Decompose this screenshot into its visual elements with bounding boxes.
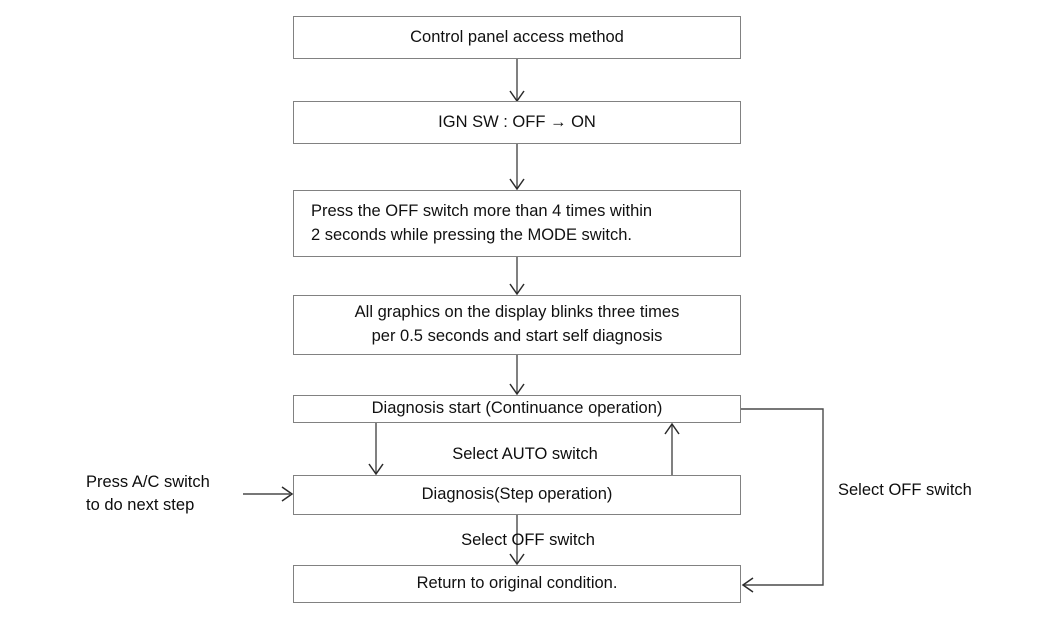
node-ign-sw[interactable]: IGN SW : OFF → ON bbox=[293, 101, 741, 144]
node-diagnosis-step[interactable]: Diagnosis(Step operation) bbox=[293, 475, 741, 515]
edge-label-select-off-switch-right: Select OFF switch bbox=[838, 481, 972, 499]
node-return-original[interactable]: Return to original condition. bbox=[293, 565, 741, 603]
edge-label-select-off-switch-middle: Select OFF switch bbox=[461, 531, 595, 549]
connector-control-panel-to-ign bbox=[509, 58, 525, 103]
edge-label-press-ac-switch: Press A/C switch to do next step bbox=[86, 473, 210, 515]
connector-graphics-to-diagnosis-start bbox=[509, 355, 525, 396]
node-press-off-switch[interactable]: Press the OFF switch more than 4 times w… bbox=[293, 190, 741, 257]
edge-label-select-auto-switch: Select AUTO switch bbox=[452, 445, 598, 463]
node-diagnosis-start[interactable]: Diagnosis start (Continuance operation) bbox=[293, 395, 741, 423]
connector-ign-to-press-off bbox=[509, 144, 525, 191]
node-control-panel-access-method[interactable]: Control panel access method bbox=[293, 16, 741, 59]
connector-step-to-diagnosis-start bbox=[664, 422, 680, 475]
connector-diagnosis-start-to-step bbox=[368, 423, 384, 476]
connector-press-off-to-graphics bbox=[509, 257, 525, 296]
node-graphics-blink[interactable]: All graphics on the display blinks three… bbox=[293, 295, 741, 355]
connector-diagnosis-start-to-return-loop bbox=[741, 408, 824, 593]
